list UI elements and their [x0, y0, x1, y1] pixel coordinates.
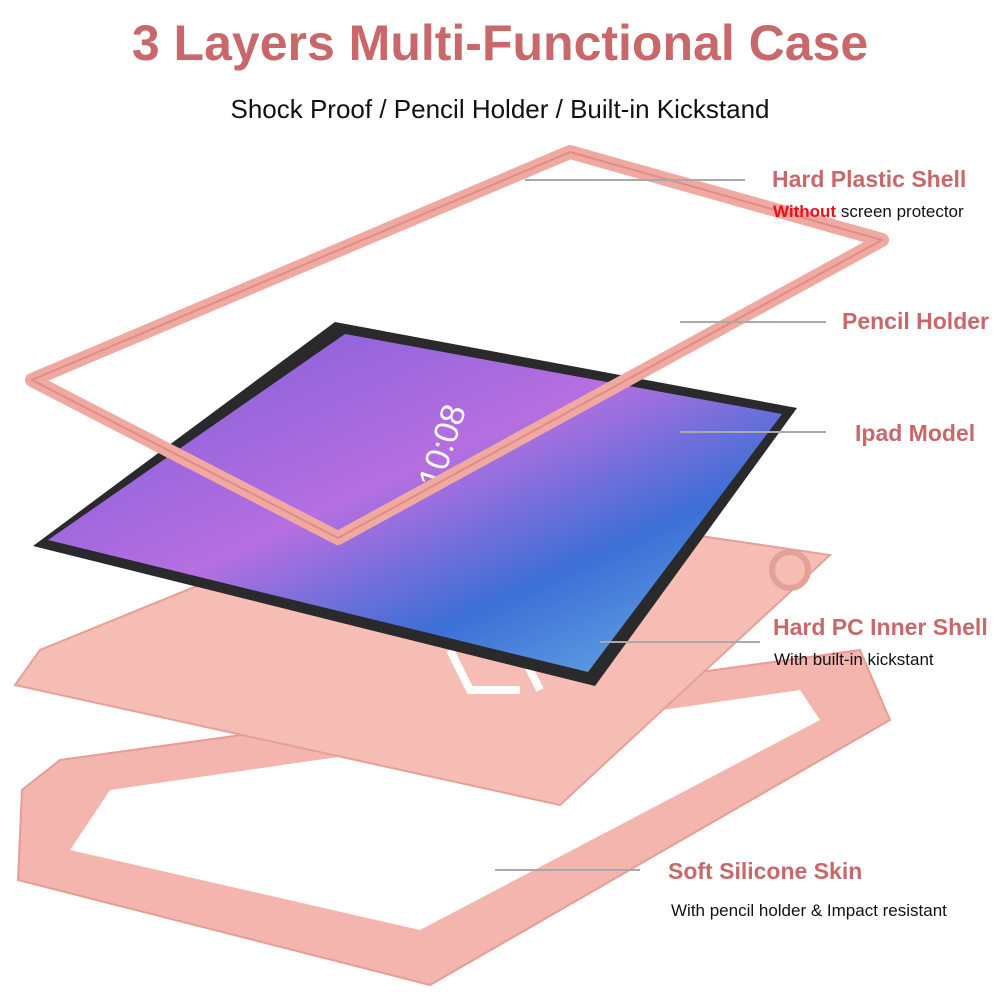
callout-hard-pc-inner-shell: Hard PC Inner Shell [773, 614, 988, 640]
callout-hard-plastic-shell: Hard Plastic Shell [772, 166, 967, 192]
soft-silicone-skin [16, 648, 892, 987]
hard-plastic-shell [25, 145, 889, 545]
callout-ipad-model: Ipad Model [855, 420, 976, 446]
note-accent: Without [773, 202, 837, 221]
note-text: screen protector [836, 202, 964, 221]
callout-hard-plastic-shell-note: Without screen protector [773, 202, 964, 222]
page-subtitle: Shock Proof / Pencil Holder / Built-in K… [230, 94, 770, 124]
callout-soft-silicone-skin-note: With pencil holder & Impact resistant [671, 901, 947, 920]
page-title: 3 Layers Multi-Functional Case [131, 15, 869, 71]
callout-soft-silicone-skin: Soft Silicone Skin [668, 858, 863, 884]
leader-lines [495, 179, 826, 871]
callout-hard-pc-inner-shell-note: With built-in kickstant [774, 650, 934, 669]
callout-pencil-holder: Pencil Holder [842, 308, 989, 334]
